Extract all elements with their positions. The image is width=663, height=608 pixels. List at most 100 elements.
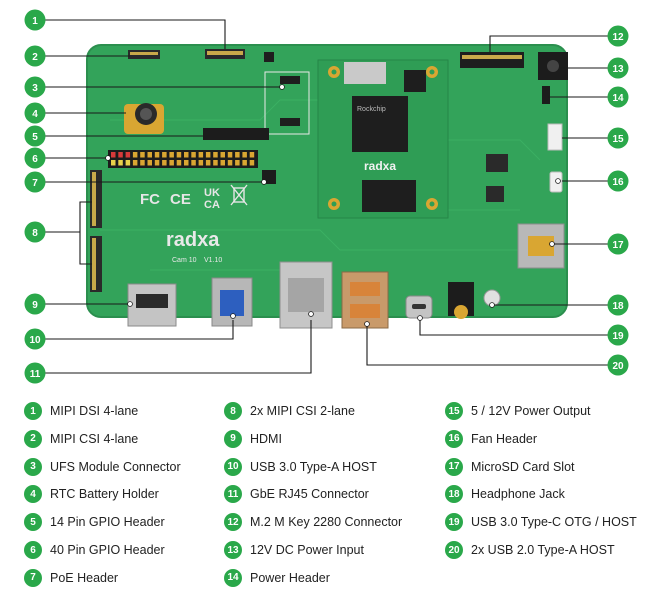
leader-line	[45, 19, 226, 49]
leader-line	[79, 232, 92, 265]
callout-badge: 1	[24, 9, 46, 31]
callout-badge: 10	[24, 328, 46, 350]
legend-item-label: PoE Header	[50, 570, 119, 585]
gpio-14pin-header	[203, 128, 269, 140]
gpio-pin	[132, 160, 138, 166]
legend-item-number: 10	[224, 457, 242, 476]
callout-badge: 9	[24, 293, 46, 315]
callout-badge-circle	[24, 293, 46, 315]
legend-item-label: HDMI	[250, 431, 282, 446]
callout-badge: 12	[607, 25, 629, 47]
board-brand: radxa	[166, 229, 220, 251]
leader-dot	[417, 315, 423, 321]
weee-bin-icon	[230, 184, 248, 206]
hdmi-port	[127, 283, 177, 327]
callout-badge: 11	[24, 362, 46, 384]
callout-badge-number: 20	[612, 361, 624, 372]
legend-item-number: 11	[224, 485, 242, 504]
leader-lines	[45, 19, 608, 374]
callout-badge-circle	[607, 354, 629, 376]
gpio-pin	[242, 160, 247, 166]
leader-dot	[105, 155, 111, 161]
gpio-pin	[154, 160, 160, 166]
gpio-pin	[198, 160, 204, 166]
callout-badge: 15	[607, 127, 629, 149]
legend-item-number: 20	[445, 541, 463, 559]
leader-line	[419, 318, 608, 336]
callout-badge-circle	[24, 102, 46, 124]
soc-brand: radxa	[364, 159, 396, 173]
legend-item-number: 17	[445, 457, 463, 476]
callout-badge: 7	[24, 171, 46, 193]
callout-badge-circle	[607, 127, 629, 149]
gpio-pin	[227, 152, 233, 158]
legend-item-label: GbE RJ45 Connector	[250, 487, 369, 502]
soc-chip-brand: Rockchip	[357, 106, 386, 113]
gpio-pin	[213, 160, 218, 166]
callout-badge: 2	[24, 45, 46, 67]
gpio-pin	[205, 152, 211, 158]
headphone-jack	[448, 282, 501, 319]
gpio-pin	[213, 152, 218, 158]
gpio-pin	[249, 160, 255, 166]
gpio-pin	[205, 160, 211, 166]
gpio-pin	[191, 160, 196, 166]
callout-badge-circle	[24, 45, 46, 67]
callout-badge-circle	[24, 221, 46, 243]
legend-item-label: Power Header	[250, 570, 330, 585]
callout-badge-number: 12	[612, 32, 624, 43]
callout-badge: 4	[24, 102, 46, 124]
legend-item-label: RTC Battery Holder	[50, 487, 159, 502]
legend-item-label: 14 Pin GPIO Header	[50, 515, 165, 530]
gpio-pin	[191, 152, 196, 158]
gpio-pin	[184, 152, 189, 158]
leader-dot	[261, 179, 267, 185]
legend-item: 11 GbE RJ45 Connector	[224, 484, 369, 504]
legend-item-number: 1	[24, 402, 42, 420]
callout-badge: 8	[24, 221, 46, 243]
legend-item-label: USB 3.0 Type-A HOST	[250, 459, 377, 474]
cert-ukca-top: UK	[204, 187, 220, 199]
gpio-pin	[162, 160, 167, 166]
gpio-pin	[140, 160, 145, 166]
gpio-pin	[125, 152, 131, 158]
gpio-pin	[154, 152, 160, 158]
legend-item-label: 40 Pin GPIO Header	[50, 543, 165, 557]
callout-badge-number: 14	[612, 93, 624, 104]
gpio-pin	[132, 152, 138, 158]
gpio-pin	[184, 160, 189, 166]
callout-badge-circle	[24, 171, 46, 193]
cert-ce: CE	[170, 191, 191, 208]
legend-item-number: 7	[24, 568, 42, 587]
legend-item-label: USB 3.0 Type-C OTG / HOST	[471, 515, 637, 530]
callout-badge-circle	[24, 76, 46, 98]
callout-badge-number: 1	[32, 16, 38, 27]
legend-item-number: 12	[224, 513, 242, 532]
legend-item-number: 2	[24, 429, 42, 448]
callout-badge-number: 19	[612, 331, 624, 342]
usb3-type-a-port	[211, 277, 253, 327]
gpio-pin	[111, 160, 116, 166]
gpio-pin	[169, 152, 174, 158]
cert-fc: FC	[140, 191, 160, 208]
callout-badge-circle	[607, 294, 629, 316]
gpio-40pin-header	[108, 150, 258, 168]
legend-item-number: 18	[445, 485, 463, 504]
callout-badge-number: 3	[32, 83, 38, 94]
leader-dot	[127, 301, 133, 307]
power-output-connector	[547, 123, 563, 151]
legend-item-number: 15	[445, 402, 463, 420]
gpio-pin	[111, 152, 116, 158]
callout-badge-number: 6	[32, 154, 38, 165]
